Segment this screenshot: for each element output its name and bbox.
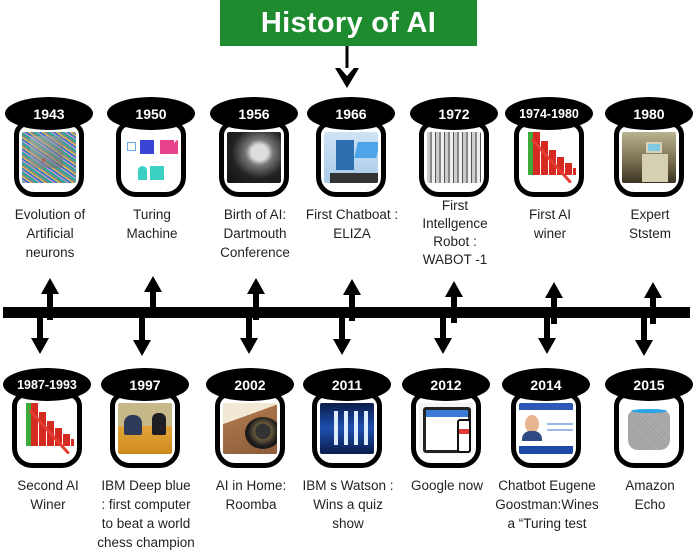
milestone-caption: Second AI Winer bbox=[17, 478, 79, 512]
milestone-caption: IBM s Watson : Wins a quiz show bbox=[302, 478, 394, 531]
arrow-up-icon bbox=[247, 278, 265, 320]
year-badge: 1997 bbox=[101, 368, 189, 401]
milestone-caption: Chatbot Eugene Goostman:Wines a “Turing … bbox=[495, 478, 599, 531]
milestone-caption: Amazon Echo bbox=[625, 478, 675, 512]
chess-match-image bbox=[118, 403, 172, 454]
image-frame bbox=[511, 392, 581, 468]
year-badge: 2014 bbox=[502, 368, 590, 401]
tablet-phone-image bbox=[419, 403, 473, 454]
year-badge: 1980 bbox=[605, 97, 693, 130]
echo-speaker-image bbox=[622, 403, 676, 454]
image-frame bbox=[316, 121, 386, 197]
year-badge: 1974-1980 bbox=[505, 97, 593, 130]
arrow-down-icon bbox=[31, 312, 49, 354]
year-badge: 1972 bbox=[410, 97, 498, 130]
arrow-down-icon bbox=[434, 312, 452, 354]
image-frame bbox=[312, 392, 382, 468]
milestone-caption: First AI winer bbox=[528, 207, 571, 241]
image-frame bbox=[614, 392, 684, 468]
image-frame bbox=[411, 392, 481, 468]
year-badge: 2011 bbox=[303, 368, 391, 401]
neuron-network-image bbox=[22, 132, 76, 183]
milestone-caption: Evolution of Artificial neurons bbox=[14, 207, 86, 260]
image-frame bbox=[116, 121, 186, 197]
milestone-caption: Turing Machine bbox=[126, 207, 178, 241]
year-badge: 1966 bbox=[307, 97, 395, 130]
roomba-image bbox=[223, 403, 277, 454]
year-badge: 1943 bbox=[5, 97, 93, 130]
title-banner: History of AI bbox=[220, 0, 477, 46]
arrow-up-icon bbox=[445, 281, 463, 323]
milestone-caption: First Chatboat : ELIZA bbox=[305, 207, 399, 241]
eliza-robot-image bbox=[324, 132, 378, 183]
milestone-caption: First Intellgence Robot : WABOT -1 bbox=[422, 198, 488, 267]
year-badge: 2002 bbox=[206, 368, 294, 401]
declining-chart-image bbox=[20, 403, 74, 454]
image-frame bbox=[219, 121, 289, 197]
image-frame bbox=[614, 121, 684, 197]
timeline-bar bbox=[3, 307, 690, 318]
milestone-caption: Birth of AI: Dartmouth Conference bbox=[220, 207, 290, 260]
arrow-down-icon bbox=[538, 312, 556, 354]
watson-servers-image bbox=[320, 403, 374, 454]
arrow-down-icon bbox=[240, 312, 258, 354]
arrow-down-icon bbox=[335, 46, 359, 88]
declining-chart-image bbox=[522, 132, 576, 183]
milestone-caption: Google now bbox=[410, 478, 484, 493]
year-badge: 2012 bbox=[402, 368, 490, 401]
image-frame bbox=[419, 121, 489, 197]
year-badge: 1987-1993 bbox=[3, 368, 91, 401]
image-frame bbox=[12, 392, 82, 468]
dartmouth-image bbox=[227, 132, 281, 183]
arrow-up-icon bbox=[41, 278, 59, 320]
arrow-up-icon bbox=[343, 279, 361, 321]
wabot-robot-image bbox=[427, 132, 481, 183]
image-frame bbox=[514, 121, 584, 197]
arrow-down-icon bbox=[333, 313, 351, 355]
year-badge: 2015 bbox=[605, 368, 693, 401]
milestone-caption: AI in Home: Roomba bbox=[215, 478, 287, 512]
year-badge: 1950 bbox=[107, 97, 195, 130]
page-title: History of AI bbox=[260, 6, 437, 39]
image-frame bbox=[215, 392, 285, 468]
expert-system-image bbox=[622, 132, 676, 183]
milestone-caption: Expert Ststem bbox=[628, 207, 671, 241]
image-frame bbox=[110, 392, 180, 468]
milestone-caption: IBM Deep blue : first computer to beat a… bbox=[97, 478, 195, 550]
arrow-up-icon bbox=[545, 282, 563, 324]
arrow-up-icon bbox=[644, 282, 662, 324]
turing-test-image bbox=[124, 132, 178, 183]
image-frame bbox=[14, 121, 84, 197]
arrow-down-icon bbox=[133, 314, 151, 356]
arrow-up-icon bbox=[144, 276, 162, 318]
year-badge: 1956 bbox=[210, 97, 298, 130]
arrow-down-icon bbox=[635, 314, 653, 356]
eugene-chat-image bbox=[519, 403, 573, 454]
